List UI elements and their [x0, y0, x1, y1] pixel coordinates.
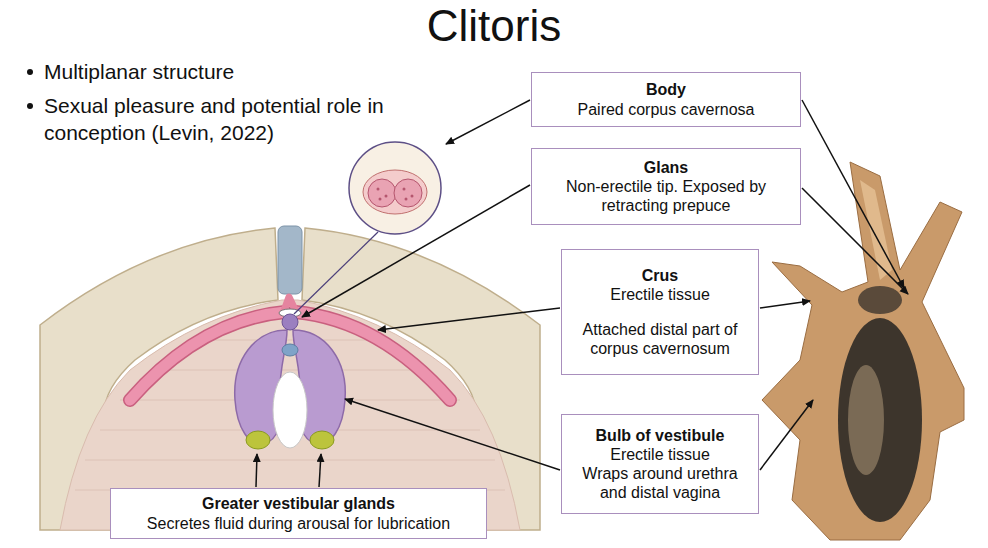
bullet-text: Multiplanar structure — [44, 58, 436, 85]
callout-text: Erectile tissue — [570, 445, 750, 464]
callout-text: Erectile tissue — [570, 285, 750, 304]
callout-box: Bulb of vestibuleErectile tissueWraps ar… — [561, 414, 759, 514]
bullet-text: Sexual pleasure and potential role in co… — [44, 92, 436, 147]
bullet-dot — [27, 69, 33, 75]
slide-title: Clitoris — [0, 2, 988, 50]
callout-heading: Body — [540, 80, 792, 99]
callout-heading: Bulb of vestibule — [570, 426, 750, 445]
callout-text: Wraps around urethra and distal vagina — [570, 464, 750, 502]
callout-text: Paired corpus cavernosa — [540, 100, 792, 119]
bullet-dot — [27, 103, 33, 109]
callout-text: Attached distal part of corpus cavernosu… — [570, 320, 750, 358]
callout-box: CrusErectile tissueAttached distal part … — [561, 249, 759, 375]
callout-text: Secretes fluid during arousal for lubric… — [119, 514, 478, 533]
callout-box: GlansNon-erectile tip. Exposed by retrac… — [531, 148, 801, 225]
callout-heading: Glans — [540, 158, 792, 177]
callout-box: Greater vestibular glandsSecretes fluid … — [110, 488, 487, 539]
callout-heading: Greater vestibular glands — [119, 494, 478, 513]
callout-heading: Crus — [570, 266, 750, 285]
callout-box: BodyPaired corpus cavernosa — [531, 72, 801, 127]
callout-text: Non-erectile tip. Exposed by retracting … — [540, 177, 792, 215]
